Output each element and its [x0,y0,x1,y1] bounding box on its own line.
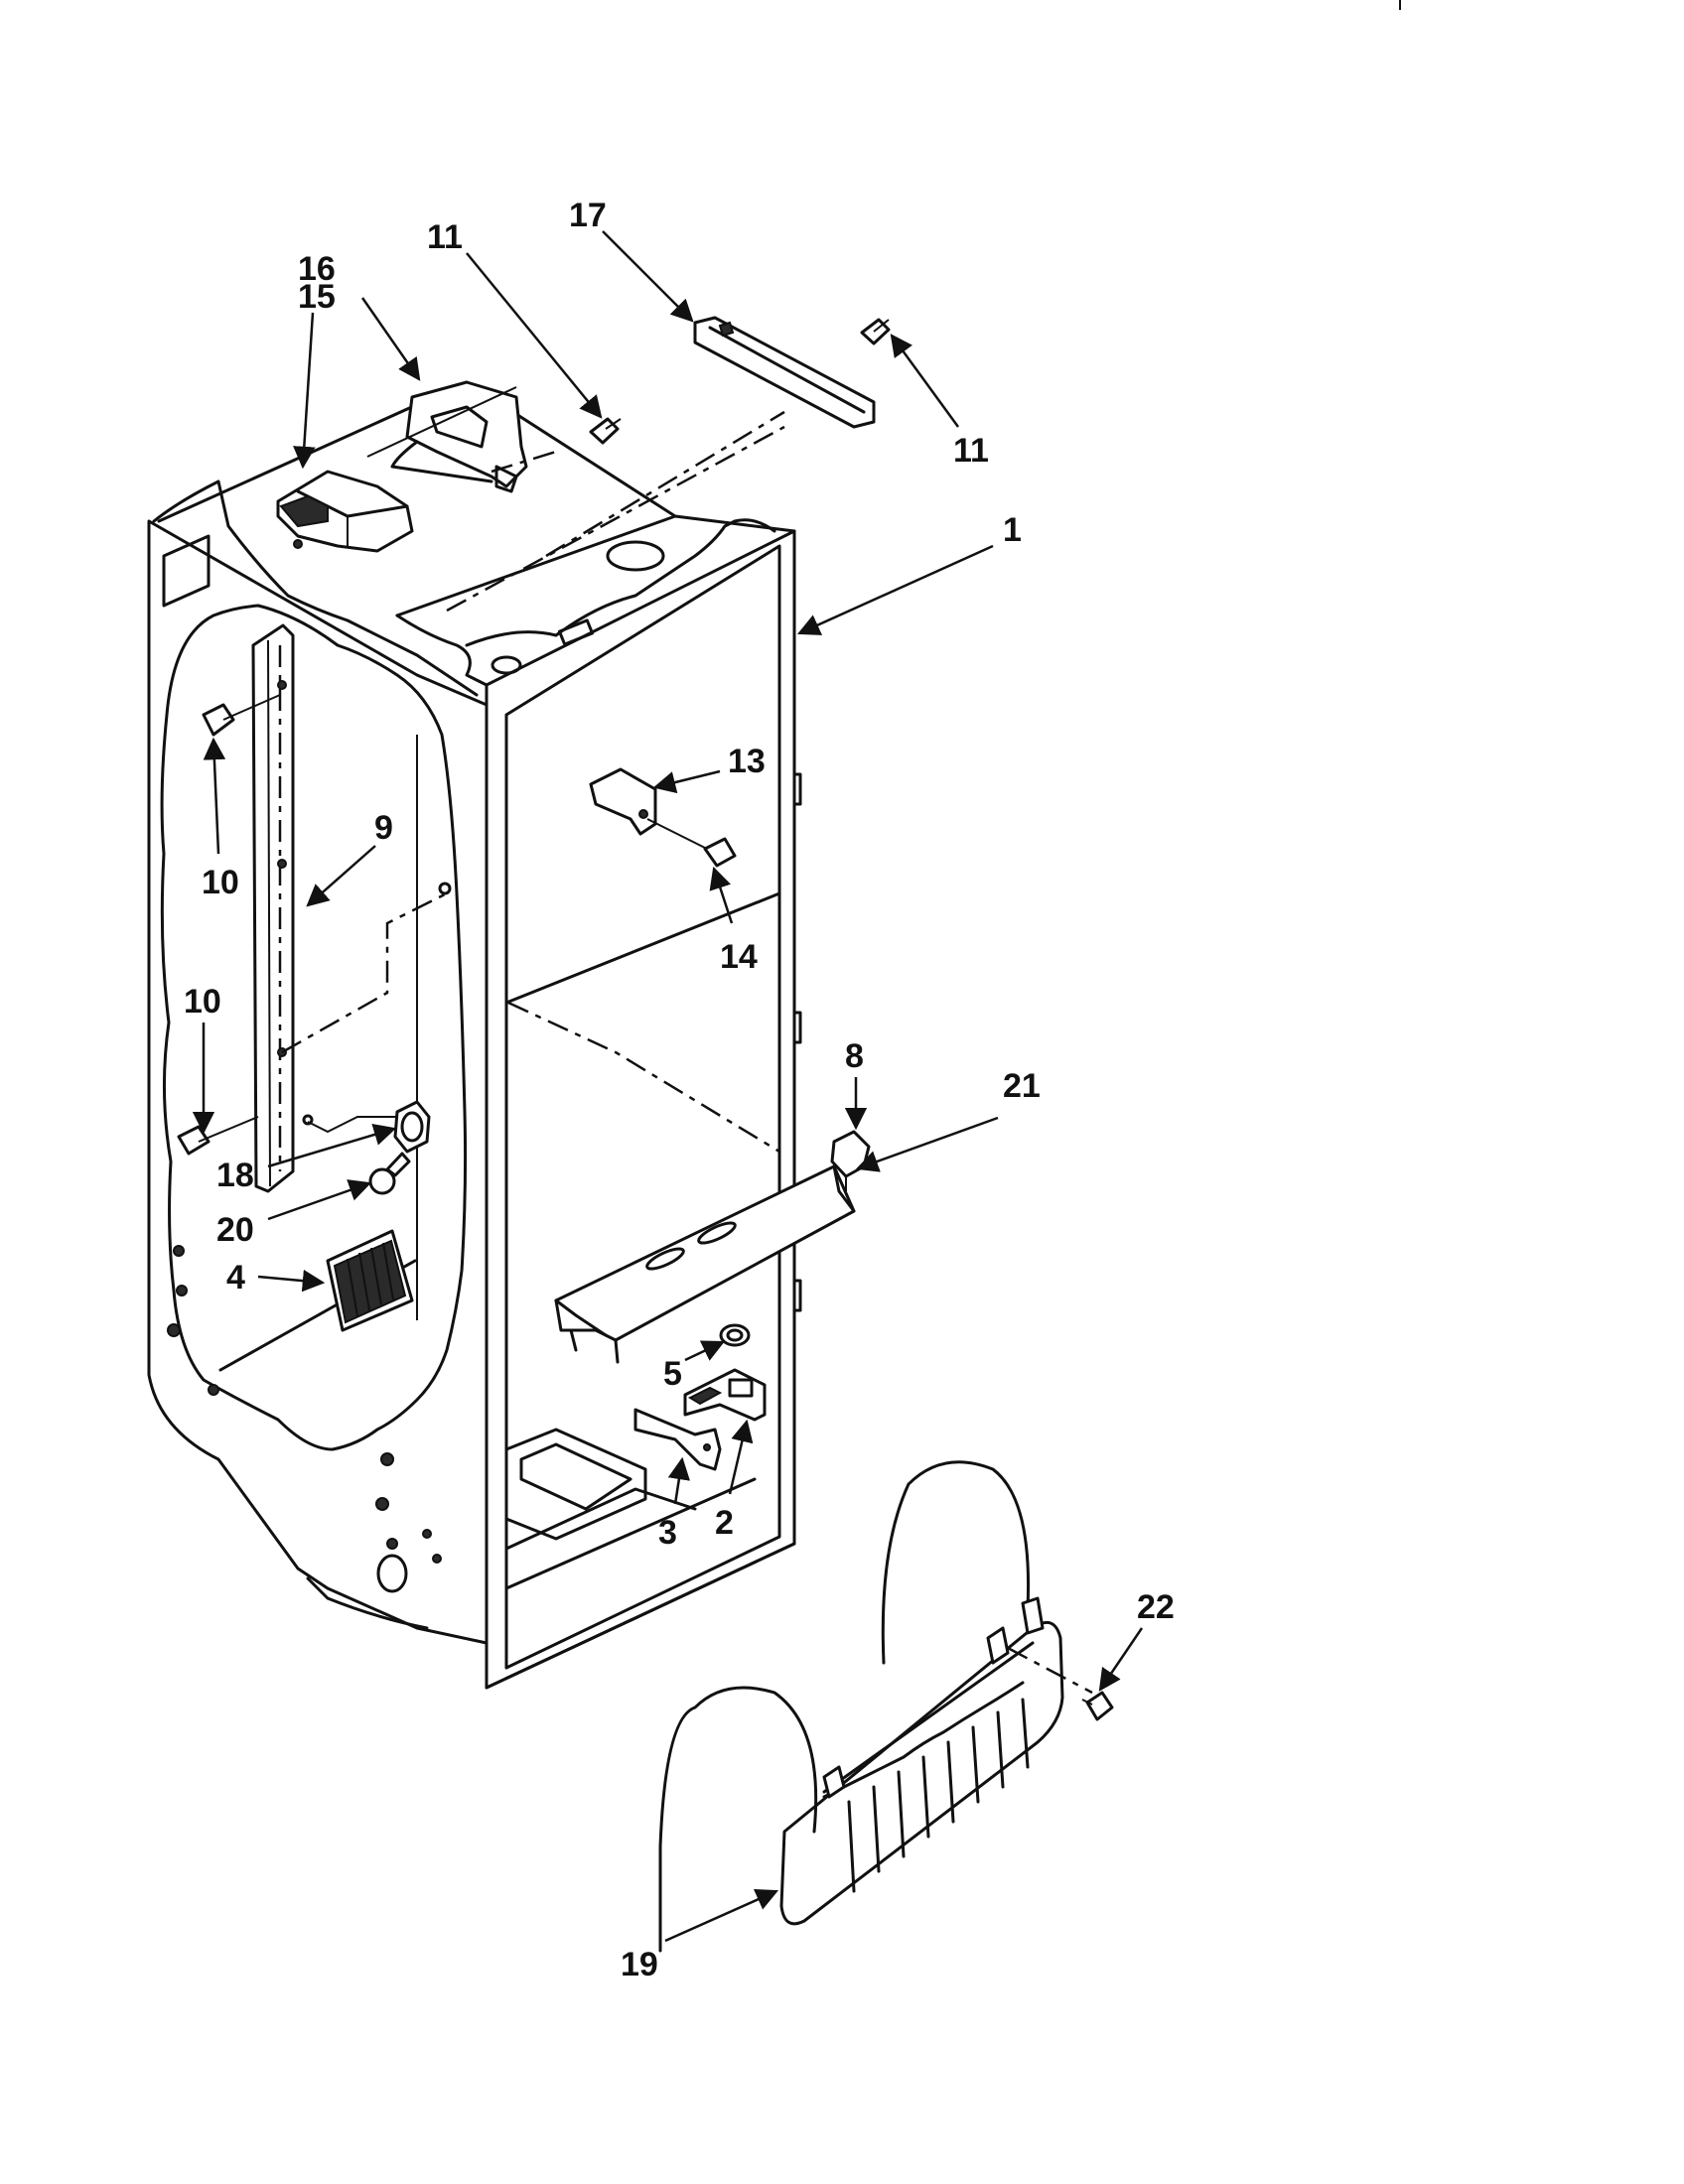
callout-1: 1 [1003,511,1022,549]
leader-lines [192,230,1144,1943]
screw-part-10-lower [177,1116,259,1156]
vertical-rail-part-9 [251,623,452,1193]
callout-13: 13 [728,743,766,780]
screw-part-14 [646,818,737,868]
callout-17: 17 [569,197,607,234]
callout-labels: 1 2 3 4 5 8 9 10 10 11 11 13 14 15 16 17… [184,197,1175,1983]
heater-part-19 [658,1460,1093,1953]
callout-19: 19 [621,1946,658,1983]
bracket-part-3 [633,1408,722,1471]
callout-21: 21 [1003,1067,1041,1105]
bracket-part-13 [589,767,657,836]
callout-15: 15 [298,278,336,316]
screw-part-11-left [589,417,622,445]
cover-part-21 [554,1164,856,1364]
louver-part-4 [326,1229,414,1332]
bulb-part-20 [368,1152,411,1195]
callout-4: 4 [226,1259,245,1297]
screw-part-22 [1081,1691,1114,1721]
bracket-part-2 [683,1368,767,1422]
socket-part-18 [302,1100,431,1154]
callout-2: 2 [715,1504,734,1542]
callout-14: 14 [720,938,758,976]
control-housing-part-15 [276,470,414,553]
screw-part-10-upper [202,694,281,737]
callout-16: 16 [298,250,336,288]
top-channel-part-17 [446,316,876,613]
callout-11-right: 11 [953,432,989,470]
callout-18: 18 [216,1157,254,1194]
callout-20: 20 [216,1211,254,1249]
callout-11-top: 11 [427,218,463,256]
bracket-part-16 [366,380,557,493]
grommet-part-5 [719,1323,751,1347]
screw-part-11-right [860,318,891,345]
callout-5: 5 [663,1355,682,1393]
callout-10-lower: 10 [184,983,221,1021]
cabinet-shell [147,380,802,1690]
callout-10-upper: 10 [202,864,239,901]
callout-22: 22 [1137,1588,1175,1626]
callout-3: 3 [658,1514,677,1552]
callout-8: 8 [845,1037,864,1075]
callout-9: 9 [374,809,393,847]
